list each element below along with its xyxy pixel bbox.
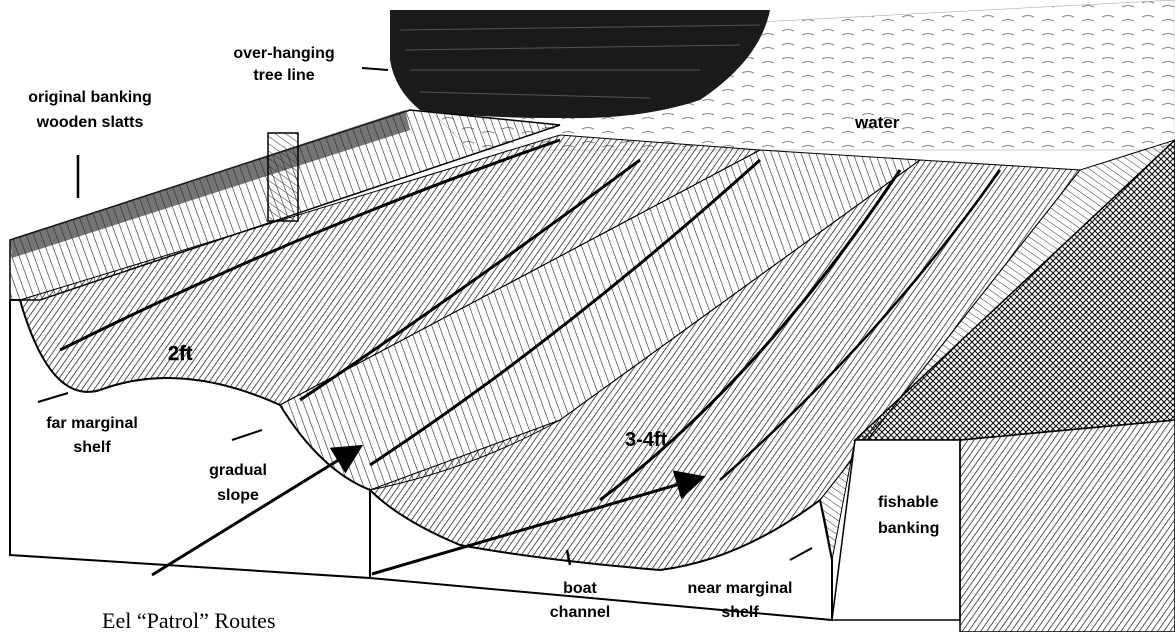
right-bank-side (960, 420, 1175, 632)
label-near-shelf-2: shelf (721, 604, 759, 621)
label-depth-3-4ft: 3-4ft (625, 429, 668, 451)
label-far-shelf-1: far marginal (46, 415, 138, 432)
label-patrol-routes: Eel “Patrol” Routes (102, 608, 276, 632)
wooden-stake (268, 133, 298, 221)
label-tree-line-1: over-hanging (233, 45, 334, 62)
label-gradual-slope-1: gradual (209, 462, 267, 479)
label-boat-channel-2: channel (550, 604, 610, 621)
label-banking-1: original banking (28, 89, 152, 106)
label-fishable-banking-2: banking (878, 520, 939, 537)
label-near-shelf-1: near marginal (688, 580, 793, 597)
label-water: water (854, 113, 900, 132)
label-gradual-slope-2: slope (217, 487, 259, 504)
label-tree-line-2: tree line (253, 67, 314, 84)
label-depth-2ft: 2ft (168, 343, 193, 365)
tree-line-leader (362, 68, 388, 70)
label-fishable-banking-1: fishable (878, 494, 939, 511)
label-boat-channel-1: boat (563, 580, 597, 597)
label-far-shelf-2: shelf (73, 439, 111, 456)
label-banking-2: wooden slatts (36, 114, 144, 131)
